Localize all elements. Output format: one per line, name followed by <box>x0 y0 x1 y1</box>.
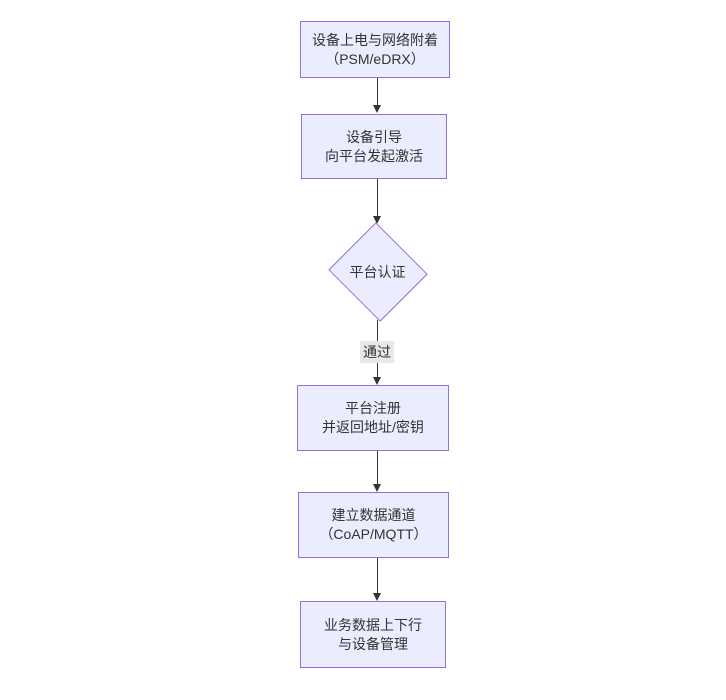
node-channel: 建立数据通道 （CoAP/MQTT） <box>298 492 449 558</box>
node-platform-auth: 平台认证 <box>325 222 430 322</box>
node-bootstrap-line2: 向平台发起激活 <box>325 147 423 164</box>
node-channel-line1: 建立数据通道 <box>331 507 416 523</box>
node-platform-auth-label: 平台认证 <box>349 264 406 280</box>
arrowhead-icon <box>373 593 381 601</box>
node-business-line1: 业务数据上下行 <box>324 616 422 633</box>
node-register-line2: 并返回地址/密钥 <box>322 419 424 435</box>
node-bootstrap-line1: 设备引导 <box>346 128 402 145</box>
node-business: 业务数据上下行 与设备管理 <box>300 601 446 668</box>
arrowhead-icon <box>373 216 381 224</box>
arrow-register-to-channel <box>377 451 378 485</box>
arrow-bootstrap-to-auth <box>377 179 378 217</box>
node-power-attach: 设备上电与网络附着 （PSM/eDRX） <box>300 21 450 78</box>
arrowhead-icon <box>373 484 381 492</box>
node-register: 平台注册 并返回地址/密钥 <box>297 385 449 451</box>
node-business-line2: 与设备管理 <box>338 635 408 652</box>
arrow-channel-to-business <box>377 558 378 594</box>
edge-label-pass: 通过 <box>360 341 394 363</box>
node-bootstrap: 设备引导 向平台发起激活 <box>301 114 447 179</box>
arrow-power-to-bootstrap <box>377 78 378 106</box>
arrowhead-icon <box>373 377 381 385</box>
node-register-line1: 平台注册 <box>345 400 401 416</box>
node-power-attach-line1: 设备上电与网络附着 <box>312 31 438 48</box>
arrowhead-icon <box>373 105 381 113</box>
node-channel-line2: （CoAP/MQTT） <box>319 526 428 542</box>
node-power-attach-line2: （PSM/eDRX） <box>325 50 425 67</box>
